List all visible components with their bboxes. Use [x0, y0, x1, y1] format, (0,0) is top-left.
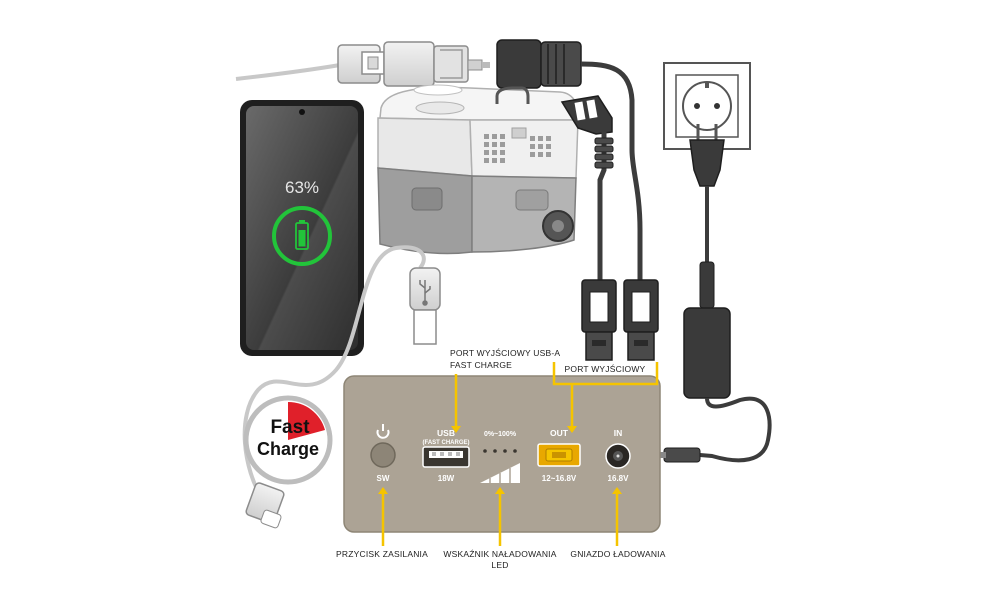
led-dot [513, 449, 517, 453]
led-level-ramp [480, 463, 520, 483]
charge-ring [272, 206, 332, 266]
xt60-output-port[interactable] [537, 443, 581, 467]
callout-lines [381, 362, 659, 546]
smartphone: 63% [240, 100, 364, 356]
wall-charger [656, 124, 772, 463]
power-bank-panel: SW USB (FAST CHARGE) 18W 0%~100% OUT [343, 375, 661, 533]
led-indicator-callout-line2: LED [491, 560, 508, 570]
led-dot [483, 449, 487, 453]
usb-subtitle: (FAST CHARGE) [423, 440, 470, 446]
power-icon [376, 424, 390, 439]
battery-percent: 63% [285, 178, 319, 197]
wall-socket-icon [663, 62, 751, 150]
power-label: SW [377, 474, 390, 483]
led-indicator-callout-line1: WSKAŹNIK NAŁADOWANIA [443, 549, 556, 559]
car-plug-cable [235, 41, 490, 87]
in-title: IN [614, 428, 623, 438]
usb-a-port[interactable] [422, 446, 470, 468]
power-button[interactable] [370, 442, 396, 468]
usb-icon [419, 280, 431, 306]
y-cable-connectors [581, 279, 659, 361]
usb-rating: 18W [438, 474, 455, 483]
led-dot [503, 449, 507, 453]
led-dots [483, 449, 517, 453]
power-button-callout: PRZYCISK ZASILANIA [336, 549, 428, 559]
usb-port-callout-line2: FAST CHARGE [450, 360, 512, 370]
dc-input-socket[interactable] [605, 443, 631, 469]
charging-socket-callout: GNIAZDO ŁADOWANIA [570, 549, 665, 559]
usb-cable [242, 245, 441, 529]
fast-charge-line2: Charge [257, 439, 319, 459]
led-dot [493, 449, 497, 453]
fast-charge-badge: Fast Charge [243, 395, 333, 485]
led-range: 0%~100% [484, 431, 517, 438]
usb-port-callout-line1: PORT WYJŚCIOWY USB-A [450, 347, 560, 358]
car-socket-adapter [496, 39, 643, 285]
out-rating: 12~16.8V [542, 474, 577, 483]
usb-title: USB [437, 428, 455, 438]
in-rating: 16.8V [608, 474, 630, 483]
battery-icon [295, 220, 309, 250]
portable-fridge [377, 84, 580, 255]
right-angle-plug [560, 95, 614, 285]
callout-arrowheads [378, 426, 622, 494]
fast-charge-line1: Fast [270, 417, 310, 438]
out-title: OUT [550, 428, 569, 438]
output-port-callout: PORT WYJŚCIOWY [565, 363, 646, 374]
